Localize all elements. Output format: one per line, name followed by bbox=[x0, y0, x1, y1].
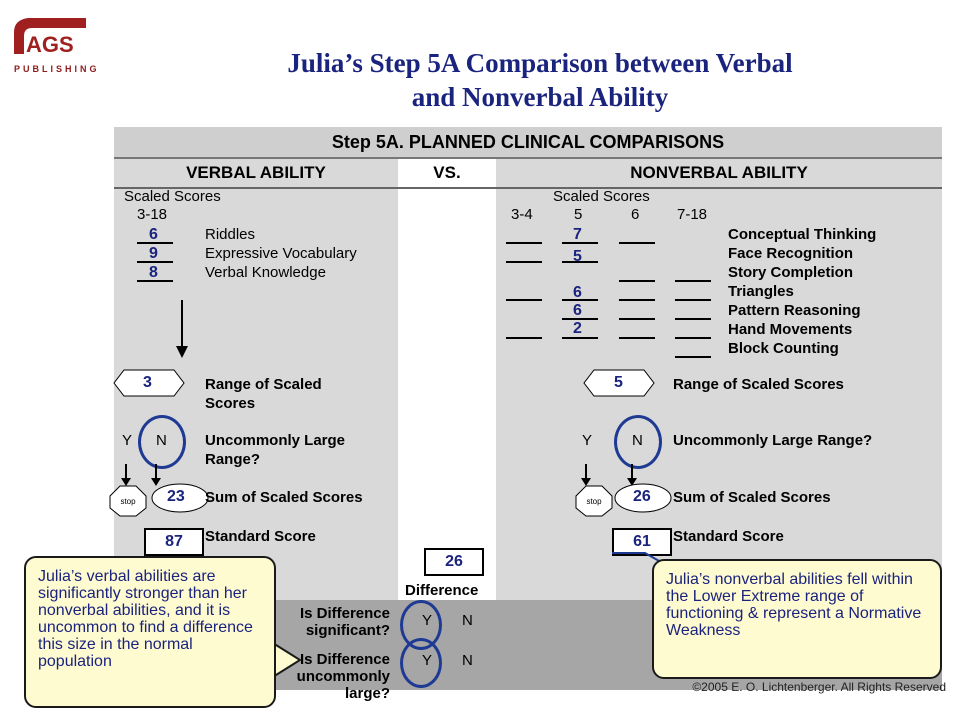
nonverbal-subtest-name: Face Recognition bbox=[728, 245, 854, 262]
standard-label-nv: Standard Score bbox=[673, 528, 784, 545]
selected-circle bbox=[614, 415, 662, 469]
nonverbal-subtest-name: Conceptual Thinking bbox=[728, 226, 877, 243]
verbal-standard-score: 87 bbox=[144, 528, 204, 556]
verbal-range-value: 3 bbox=[143, 374, 152, 391]
nonverbal-col-label: 5 bbox=[574, 206, 583, 223]
nonverbal-range-hexagon bbox=[583, 369, 655, 397]
no-option: N bbox=[156, 432, 167, 449]
logo-name: AGS bbox=[26, 32, 74, 57]
vs-label: VS. bbox=[398, 159, 496, 189]
logo-subtitle: PUBLISHING bbox=[14, 64, 100, 74]
verbal-score: 8 bbox=[149, 264, 158, 281]
title-line-2: and Nonverbal Ability bbox=[411, 82, 669, 112]
range-label-nv: Range of Scaled Scores bbox=[673, 376, 844, 393]
nonverbal-score: 7 bbox=[573, 226, 582, 243]
nonverbal-score: 5 bbox=[573, 248, 582, 265]
nonverbal-subtest-name: Pattern Reasoning bbox=[728, 302, 861, 319]
verbal-range-hexagon bbox=[113, 369, 185, 397]
nonverbal-range-value: 5 bbox=[614, 374, 623, 391]
verbal-callout: Julia’s verbal abilities are significant… bbox=[24, 556, 276, 708]
nonverbal-score: 2 bbox=[573, 320, 582, 337]
no-option: N bbox=[632, 432, 643, 449]
vs-column bbox=[398, 157, 496, 600]
range-label: Scores bbox=[205, 395, 256, 412]
nonverbal-subtest-name: Story Completion bbox=[728, 264, 854, 281]
title-line-1: Julia’s Step 5A Comparison between Verba… bbox=[287, 48, 793, 78]
verbal-subtest-name: Riddles bbox=[205, 226, 256, 243]
nonverbal-score: 6 bbox=[573, 284, 582, 301]
arrow-down-icon bbox=[176, 300, 188, 358]
range-label: Range of Scaled bbox=[205, 376, 322, 393]
nonverbal-col-label: 6 bbox=[631, 206, 640, 223]
no-option: N bbox=[462, 652, 473, 669]
difference-value: 26 bbox=[424, 548, 484, 576]
nonverbal-col-label: 7-18 bbox=[677, 206, 708, 223]
nonverbal-sum-oval bbox=[614, 483, 672, 513]
sum-label: Sum of Scaled Scores bbox=[205, 489, 363, 506]
verbal-range-label: 3-18 bbox=[137, 206, 168, 223]
difference-label: Difference bbox=[405, 582, 479, 599]
yes-option: Y bbox=[582, 432, 593, 449]
sum-label-nv: Sum of Scaled Scores bbox=[673, 489, 831, 506]
stop-sign-icon: stop bbox=[109, 485, 147, 517]
nonverbal-header: NONVERBAL ABILITY bbox=[496, 159, 942, 189]
nonverbal-sum: 26 bbox=[633, 488, 651, 505]
form-header: Step 5A. PLANNED CLINICAL COMPARISONS bbox=[114, 127, 942, 159]
nonverbal-col-label: 3-4 bbox=[511, 206, 533, 223]
uncommon-label: Uncommonly Large bbox=[205, 432, 346, 449]
standard-label: Standard Score bbox=[205, 528, 316, 545]
verbal-subtest-name: Expressive Vocabulary bbox=[205, 245, 357, 262]
verbal-sum-oval bbox=[151, 483, 209, 513]
nonverbal-subtest-name: Block Counting bbox=[728, 340, 839, 357]
verbal-subtest-name: Verbal Knowledge bbox=[205, 264, 326, 281]
verbal-scaled-scores-label: Scaled Scores bbox=[124, 188, 221, 205]
arrow-down-icon bbox=[581, 464, 637, 486]
no-option: N bbox=[462, 612, 473, 629]
selected-circle bbox=[400, 638, 442, 688]
arrow-down-icon bbox=[121, 464, 161, 486]
nonverbal-standard-score: 61 bbox=[612, 528, 672, 556]
slide-title: Julia’s Step 5A Comparison between Verba… bbox=[160, 46, 920, 114]
selected-circle bbox=[138, 415, 186, 469]
verbal-score: 6 bbox=[149, 226, 158, 243]
nonverbal-scaled-scores-label: Scaled Scores bbox=[553, 188, 650, 205]
verbal-score: 9 bbox=[149, 245, 158, 262]
ags-logo: AGS bbox=[10, 14, 90, 76]
nonverbal-score: 6 bbox=[573, 302, 582, 319]
yes-option: Y bbox=[122, 432, 133, 449]
stop-label: stop bbox=[586, 497, 602, 506]
nonverbal-callout: Julia’s nonverbal abilities fell within … bbox=[652, 559, 942, 679]
uncommon-label: Range? bbox=[205, 451, 261, 468]
nonverbal-subtest-name: Hand Movements bbox=[728, 321, 853, 338]
stop-sign-icon: stop bbox=[575, 485, 613, 517]
stop-label: stop bbox=[120, 497, 136, 506]
verbal-sum: 23 bbox=[167, 488, 185, 505]
uncommon-label-nv: Uncommonly Large Range? bbox=[673, 432, 873, 449]
verbal-header: VERBAL ABILITY bbox=[114, 159, 398, 189]
nonverbal-subtest-name: Triangles bbox=[728, 283, 794, 300]
copyright: ©2005 E. O. Lichtenberger. All Rights Re… bbox=[692, 680, 946, 694]
